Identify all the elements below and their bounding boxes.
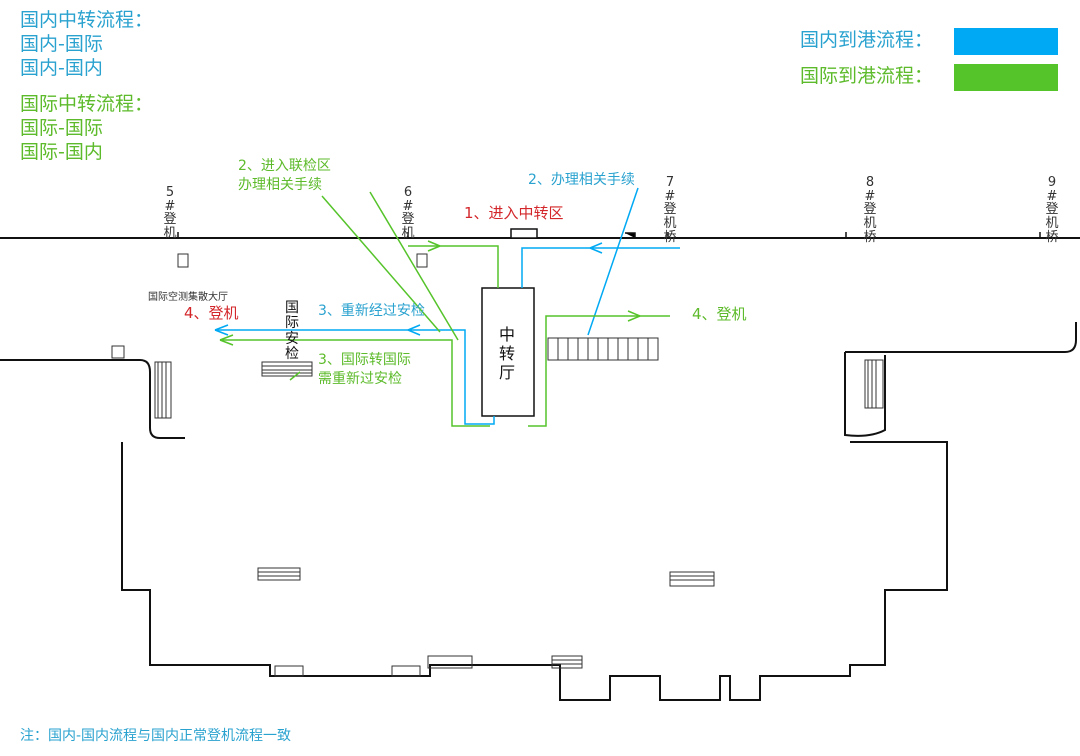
legend-domestic-label: 国内到港流程：: [800, 29, 934, 51]
legend-swatch-domestic: [954, 28, 1058, 55]
intl-transfer-line1: 国际-国际: [20, 117, 103, 139]
intl-arrow-2: [627, 310, 641, 322]
east-wing-wall: [845, 322, 1077, 353]
step4-board-label-red: 4、登机: [184, 304, 239, 322]
gate9-label: 9#登机桥: [1045, 175, 1059, 245]
intl-hall-label: 国际空测集散大厅: [148, 292, 228, 303]
domestic-arrow-1: [589, 242, 603, 254]
intl-transfer-title: 国际中转流程：: [20, 93, 154, 115]
transfer-hall-box: [481, 287, 535, 417]
intl-leader-line: [321, 195, 441, 333]
step3-intl-label-b: 需重新过安检: [318, 371, 402, 387]
domestic-transfer-line2: 国内-国内: [20, 57, 103, 79]
east-bay-wall: [844, 352, 886, 437]
intl-arrow-3: [219, 334, 234, 346]
west-wing-wall: [0, 359, 185, 439]
domestic-arrival-path: [521, 247, 680, 288]
intl-arrival-path: [408, 245, 499, 288]
step2-intl-label-a: 2、进入联检区: [238, 158, 331, 174]
intl-to-gate-path: [528, 315, 670, 427]
step1-label: 1、进入中转区: [464, 204, 564, 222]
legend-swatch-international: [954, 64, 1058, 91]
fixtures: [111, 253, 884, 677]
gate8-label: 8#登机桥: [863, 175, 877, 245]
step3-domestic-label: 3、重新经过安检: [318, 303, 425, 319]
gate5-label: 5#登机: [163, 185, 177, 241]
terminal-outline: [0, 237, 1080, 701]
legend-international-label: 国际到港流程：: [800, 65, 934, 87]
intl-transfer-line2: 国际-国内: [20, 141, 103, 163]
step2-domestic-label: 2、办理相关手续: [528, 172, 635, 188]
domestic-transfer-path: [215, 329, 482, 425]
step2-intl-label-b: 办理相关手续: [238, 177, 322, 193]
domestic-arrow-2: [214, 324, 229, 336]
domestic-leader-line: [587, 187, 639, 336]
transfer-hall-label: 中转厅: [499, 325, 516, 383]
international-arrival-flow: [219, 191, 670, 427]
landside-wall: [121, 441, 948, 701]
domestic-transfer-line1: 国内-国际: [20, 33, 103, 55]
domestic-transfer-title: 国内中转流程：: [20, 9, 154, 31]
domestic-arrival-flow: [214, 187, 680, 425]
intl-security-label: 国际安检: [285, 300, 299, 363]
gate6-label: 6#登机: [401, 185, 415, 241]
intl-to-intl-path: [220, 339, 490, 427]
footnote: 注：国内-国内流程与国内正常登机流程一致: [20, 728, 292, 744]
seating-bank: [547, 337, 659, 361]
intl-arrow-1: [427, 240, 441, 252]
step4-board-label-green: 4、登机: [692, 305, 747, 323]
jetway-markers: [177, 228, 1041, 239]
gate7-label: 7#登机桥: [663, 175, 677, 245]
step3-intl-label-a: 3、国际转国际: [318, 352, 411, 368]
